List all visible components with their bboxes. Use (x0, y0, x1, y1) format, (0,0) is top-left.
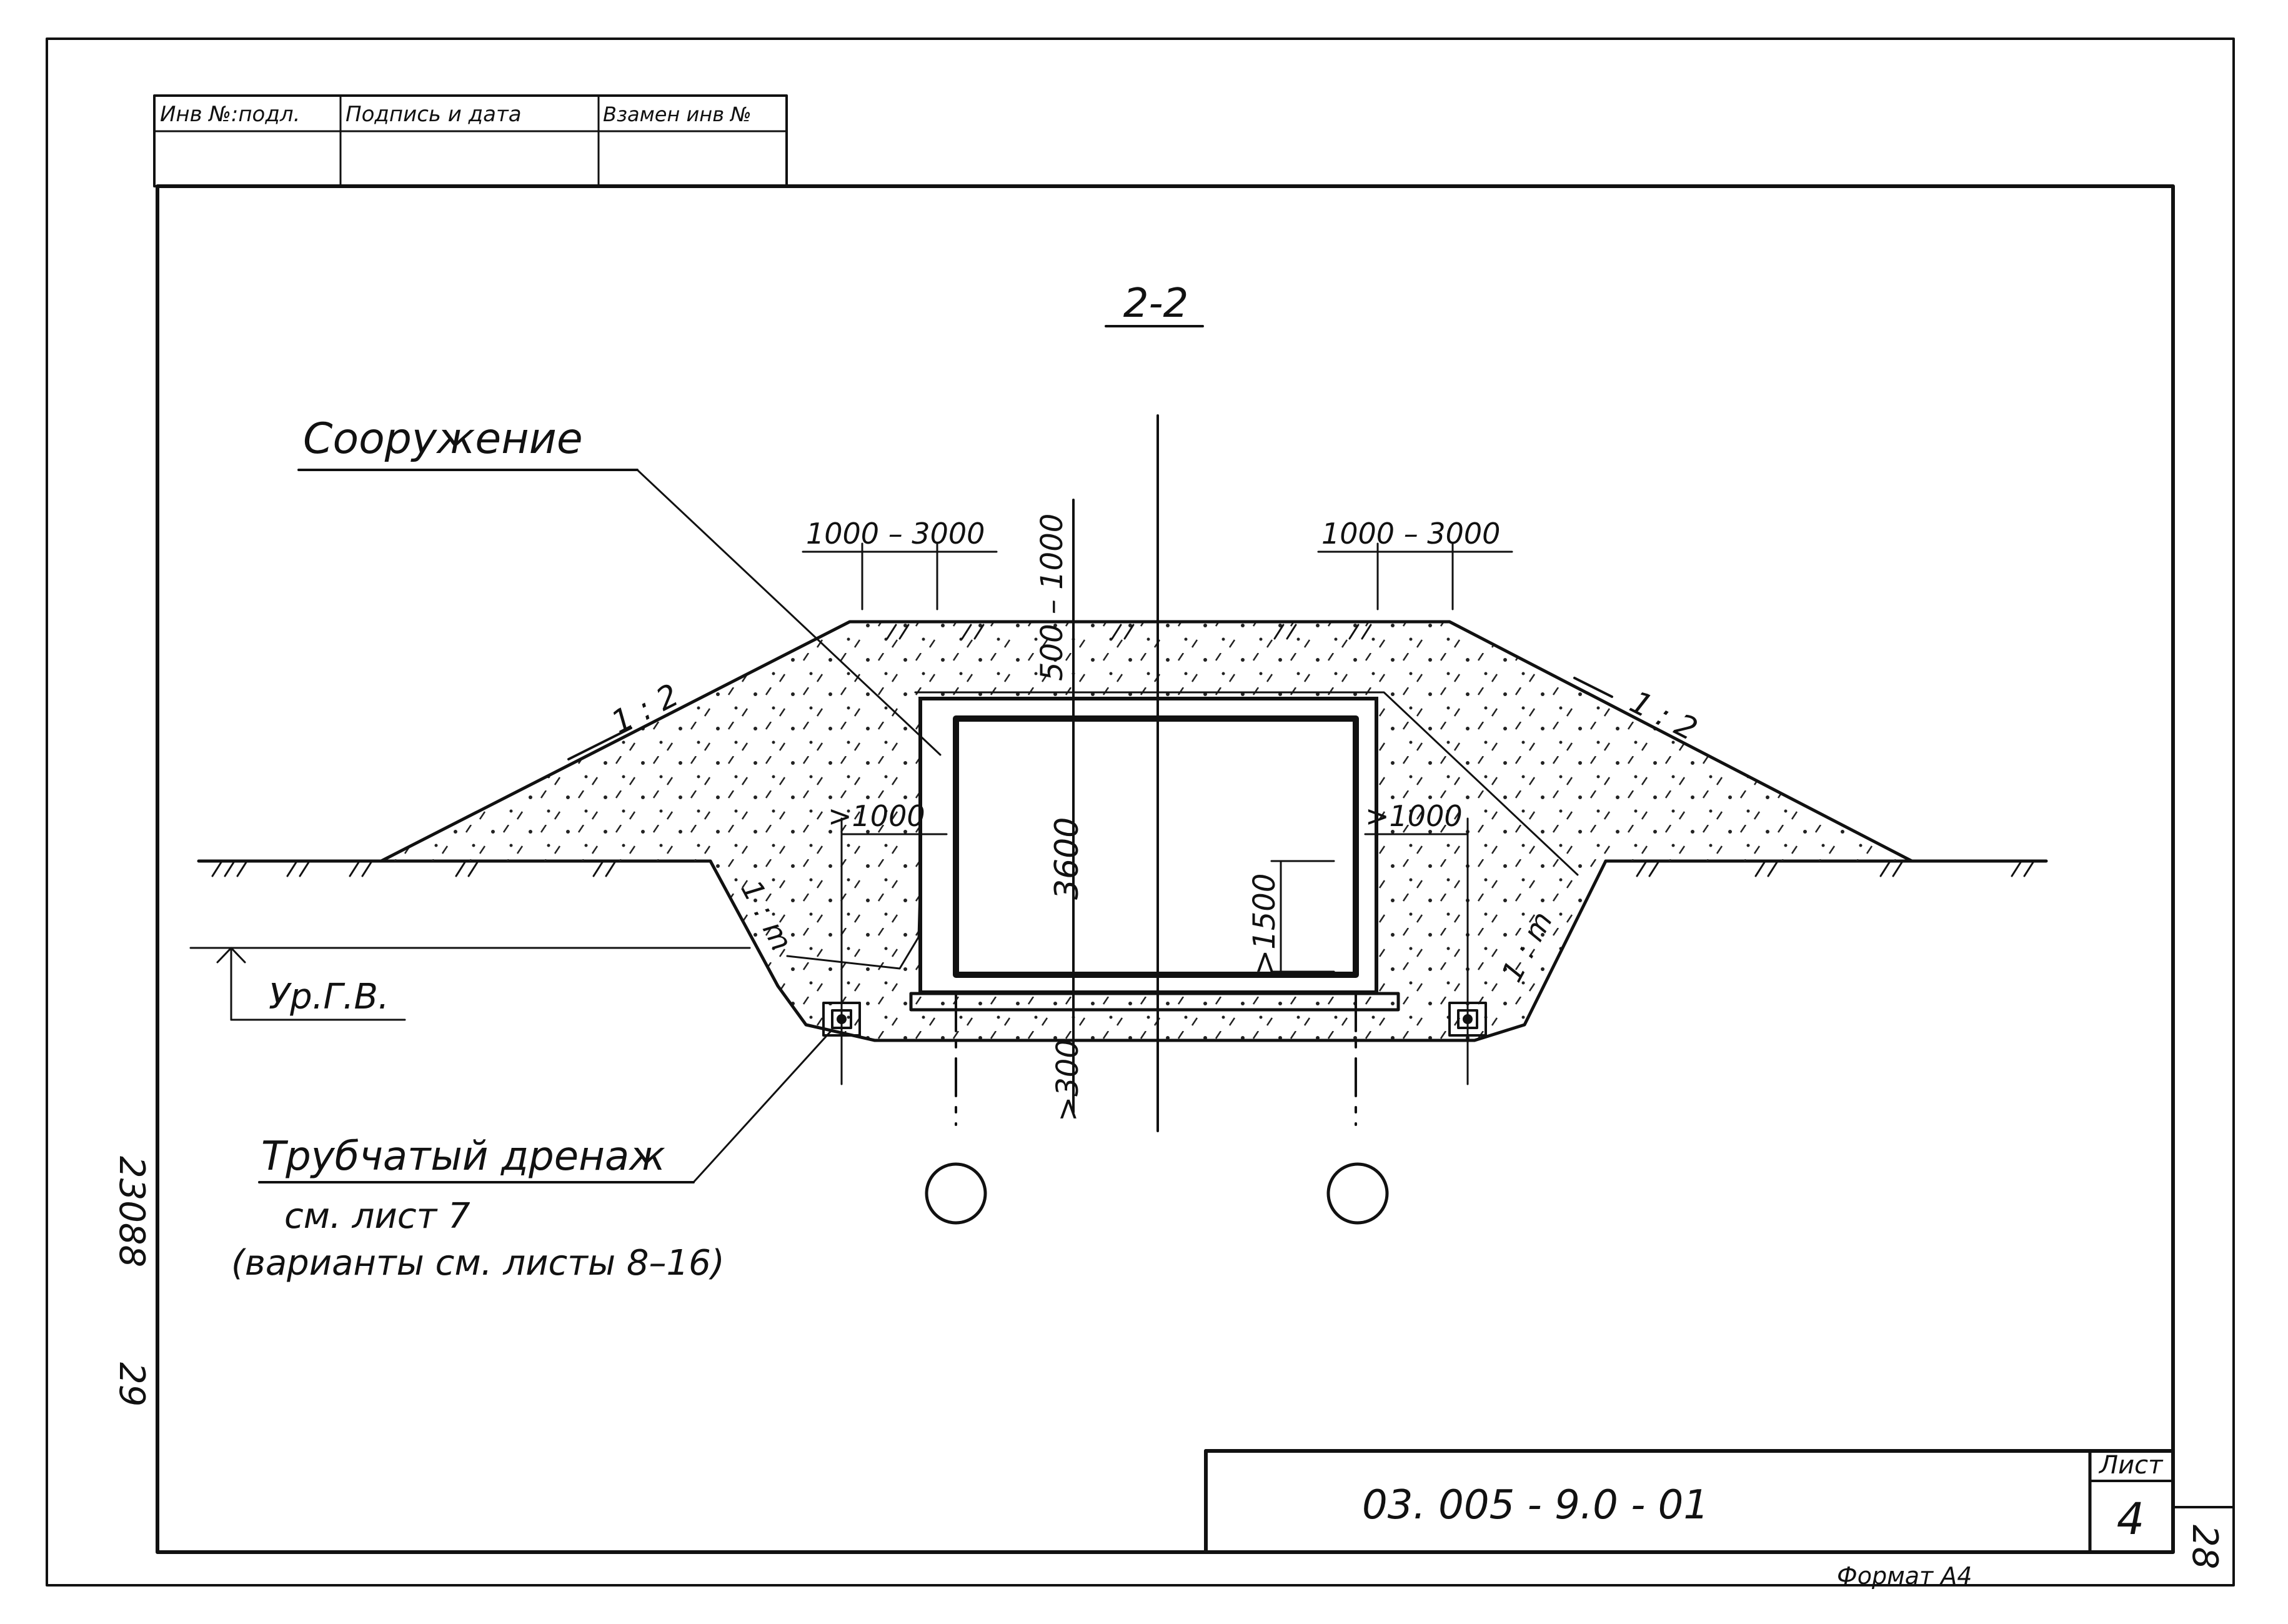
drain-ref: см. лист 7 (284, 1196, 470, 1237)
groundwater-label: Ур.Г.В. (269, 977, 389, 1017)
dim-cover-text: 500 – 1000 (1035, 514, 1070, 681)
drain-label: Трубчатый дренаж (261, 1133, 665, 1180)
stamp-inv-podl: Инв №:подл. (160, 102, 300, 127)
dim-clear-left: >1000 (828, 799, 948, 835)
sheet-frame (46, 37, 2235, 1587)
section-title: 2-2 (1123, 281, 1189, 327)
dim-berm-right: 1000 – 3000 (1317, 517, 1513, 610)
stamp-podpis: Подпись и дата (346, 102, 522, 127)
dim-clear-left-text: >1000 (828, 799, 925, 833)
drain-left (822, 817, 861, 1085)
dim-berm-left: 1000 – 3000 (802, 517, 998, 610)
structure-box (909, 697, 1400, 1012)
pile-circle-right (1326, 1162, 1389, 1225)
dim-depth-text: >1500 (1247, 874, 1282, 975)
stamp-vzamen: Взамен инв № (603, 102, 752, 126)
margin-page-no: 28 (2184, 1525, 2225, 1569)
pile-circle-left (925, 1162, 987, 1225)
groundwater-marker: Ур.Г.В. (189, 947, 751, 1021)
dim-clear-right-text: >1000 (1365, 799, 1463, 833)
dim-vertical: 500 – 1000 3600 >300 (1035, 499, 1086, 1122)
dim-height-text: 3600 (1048, 817, 1086, 900)
title-block: 03. 005 - 9.0 - 01 Лист 4 Формат А4 (1204, 1449, 2235, 1590)
dim-depth: >1500 (1247, 860, 1335, 975)
titleblock-sheet-label: Лист (2098, 1451, 2164, 1480)
margin-archive-sub: 29 (111, 1362, 152, 1407)
dim-berm-right-text: 1000 – 3000 (1321, 517, 1500, 550)
margin-archive-no: 23088 (111, 1156, 152, 1267)
dim-clear-right: >1000 (1364, 799, 1469, 835)
drain-variants: (варианты см. листы 8–16) (231, 1243, 725, 1283)
stamp-table: Инв №:подл. Подпись и дата Взамен инв № (153, 94, 788, 187)
structure-callout: Сооружение (297, 414, 942, 756)
dim-base-text: >300 (1050, 1039, 1085, 1122)
dim-berm-left-text: 1000 – 3000 (806, 517, 985, 550)
drain-callout: Трубчатый дренаж см. лист 7 (варианты см… (231, 1030, 832, 1283)
titleblock-format: Формат А4 (1837, 1562, 1972, 1590)
structure-label: Сооружение (303, 414, 583, 464)
drain-right (1448, 817, 1487, 1085)
titleblock-sheet-no: 4 (2117, 1493, 2145, 1545)
titleblock-code: 03. 005 - 9.0 - 01 (1362, 1482, 1709, 1528)
